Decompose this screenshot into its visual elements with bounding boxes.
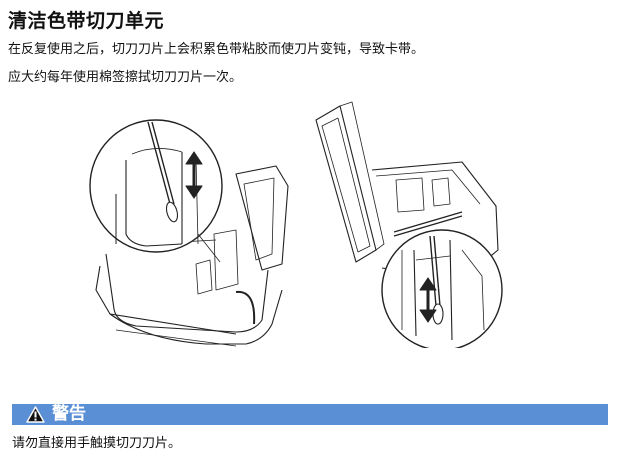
warning-triangle-icon (26, 406, 45, 423)
warning-text: 请勿直接用手触摸切刀刀片。 (12, 436, 182, 451)
paragraph-2: 应大约每年使用棉签擦拭切刀刀片一次。 (8, 70, 243, 85)
warning-title: 警告 (52, 404, 86, 424)
paragraph-1: 在反复使用之后，切刀刀片上会积累色带粘胶而使刀片变钝，导致卡带。 (8, 42, 425, 57)
cleaning-illustration-left (89, 119, 289, 347)
page-title: 清洁色带切刀单元 (8, 10, 165, 32)
cleaning-illustration-right (315, 101, 503, 348)
warning-banner: 警告 (12, 404, 608, 425)
